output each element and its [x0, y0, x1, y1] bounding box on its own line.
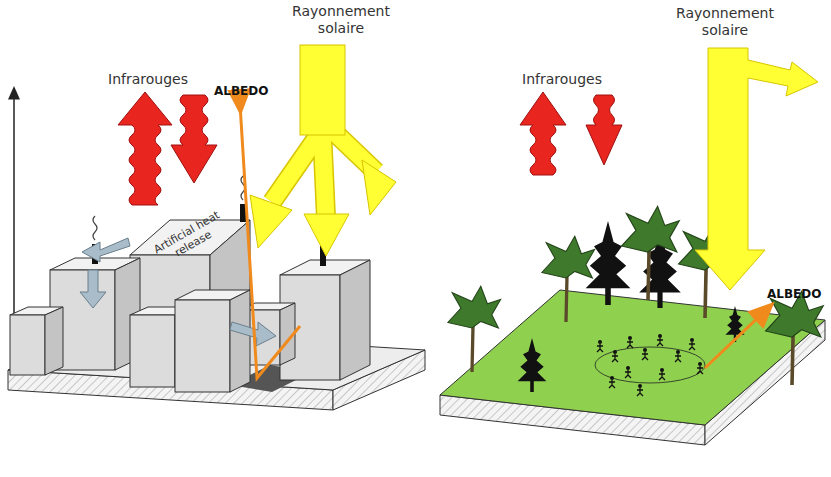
panel-label: ALBEDO — [767, 287, 827, 301]
panel-label: Rayonnement solaire — [282, 3, 400, 37]
panel-label: Artificial heat release — [150, 207, 231, 269]
panel-label: Infrarouges — [108, 71, 218, 88]
people — [595, 334, 705, 396]
trees — [448, 206, 823, 392]
panel-label: Rayonnement solaire — [666, 5, 784, 39]
albedo-arrow — [240, 104, 300, 378]
solar-rays-green — [695, 48, 818, 290]
panel-label: Infrarouges — [522, 71, 632, 88]
solar-rays — [250, 45, 396, 256]
infrared-arrows — [118, 92, 217, 205]
albedo-arrow — [705, 310, 766, 368]
panel-label: ALBEDO — [214, 84, 276, 98]
infrared-arrows-green — [520, 92, 622, 175]
green-ground — [440, 290, 825, 445]
